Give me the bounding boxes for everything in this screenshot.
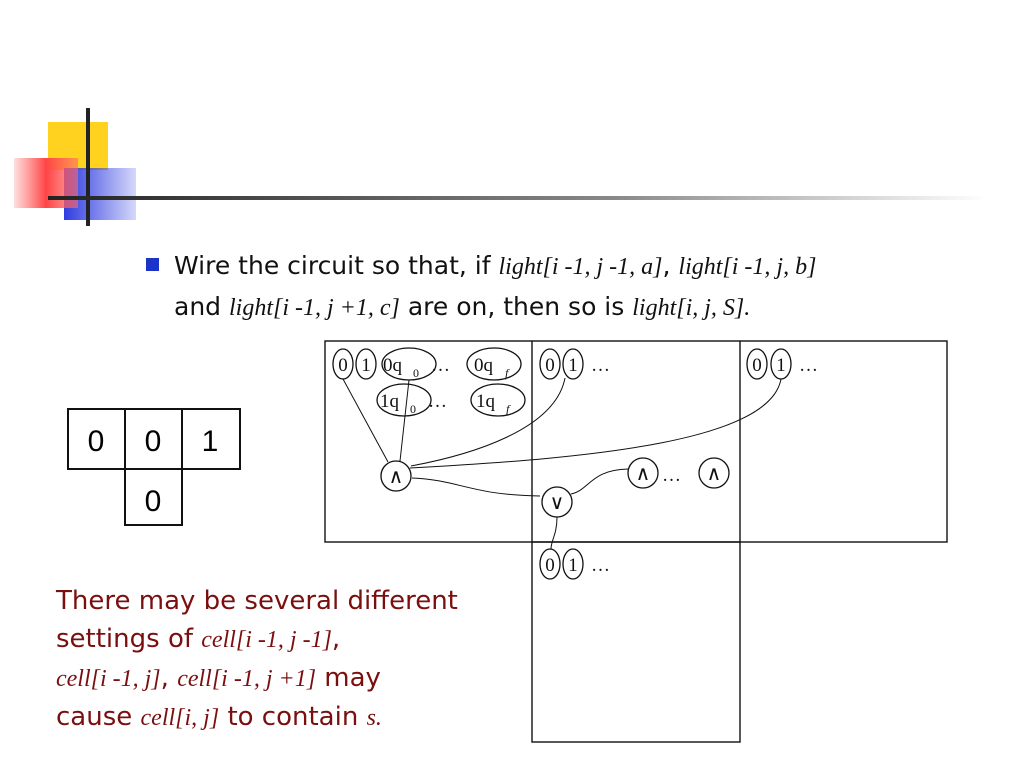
circuit-bottom-cell [531, 541, 741, 743]
bullet-comma: , [662, 251, 671, 280]
small-grid: 0 0 1 0 [67, 408, 241, 526]
expr-cell-b: cell[i -1, j] [56, 666, 161, 692]
footnote-may: may [324, 663, 381, 693]
footnote-to-contain: to contain [227, 702, 359, 732]
mid-state-1: 1 [568, 355, 578, 376]
state-1qf: 1q [476, 391, 496, 412]
expr-light-1: light[i -1, j -1, a] [498, 254, 663, 280]
footnote-line-3: cell[i -1, j], cell[i -1, j +1] may [56, 659, 536, 698]
expr-s: s. [366, 705, 382, 731]
bullet-marker [146, 258, 159, 271]
footnote-line-2: settings of cell[i -1, j -1], [56, 620, 536, 659]
bullet-prefix: Wire the circuit so that, if [174, 251, 491, 280]
mid-state-0: 0 [545, 355, 555, 376]
small-grid-cell-3: 1 [202, 425, 219, 458]
title-rule [48, 196, 988, 200]
bullet-and: and [174, 292, 222, 321]
state-0q: 0q [383, 355, 403, 376]
and-gate-3: ∧ [707, 463, 722, 485]
state-1: 1 [361, 355, 371, 376]
state-1q-sub: 0 [410, 402, 416, 416]
state-ellipsis-1: … [431, 355, 450, 376]
bullet-middle: are on, then so is [407, 292, 625, 321]
footnote-line-1: There may be several different [56, 586, 458, 616]
footnote-comma-1: , [331, 624, 341, 654]
bottom-ellipsis: … [591, 555, 610, 576]
bullet-text: Wire the circuit so that, if light[i -1,… [174, 246, 1014, 328]
gate-ellipsis: … [662, 465, 681, 486]
footnote-cause: cause [56, 702, 133, 732]
slide-logo [14, 108, 988, 226]
expr-light-4: light[i, j, S]. [632, 295, 751, 321]
state-ellipsis-2: … [428, 391, 447, 412]
small-grid-cell-1: 0 [88, 425, 105, 458]
right-ellipsis: … [799, 355, 818, 376]
state-1qf-sub: f [506, 402, 511, 416]
state-0q-sub: 0 [413, 366, 419, 380]
state-0qf-sub: f [505, 366, 510, 380]
right-state-1: 1 [776, 355, 786, 376]
expr-cell-a: cell[i -1, j -1] [201, 627, 332, 653]
right-state-0: 0 [752, 355, 762, 376]
footnote: There may be several different settings … [56, 582, 536, 737]
small-grid-cell-bottom: 0 [145, 485, 162, 518]
expr-cell-c: cell[i -1, j +1] [177, 666, 317, 692]
footnote-line-4: cause cell[i, j] to contain s. [56, 698, 536, 737]
state-0qf: 0q [474, 355, 494, 376]
expr-light-2: light[i -1, j, b] [678, 254, 817, 280]
and-gate-1: ∧ [389, 466, 404, 488]
expr-cell-d: cell[i, j] [140, 705, 220, 731]
small-grid-cell-2: 0 [145, 425, 162, 458]
bottom-state-0: 0 [545, 555, 555, 576]
expr-light-3: light[i -1, j +1, c] [229, 295, 400, 321]
state-1q: 1q [380, 391, 400, 412]
or-gate: ∨ [550, 492, 565, 514]
and-gate-2: ∧ [636, 463, 651, 485]
bottom-state-1: 1 [568, 555, 578, 576]
footnote-settings-of: settings of [56, 624, 194, 654]
state-0: 0 [338, 355, 348, 376]
mid-ellipsis: … [591, 355, 610, 376]
footnote-comma-2: , [160, 663, 169, 693]
